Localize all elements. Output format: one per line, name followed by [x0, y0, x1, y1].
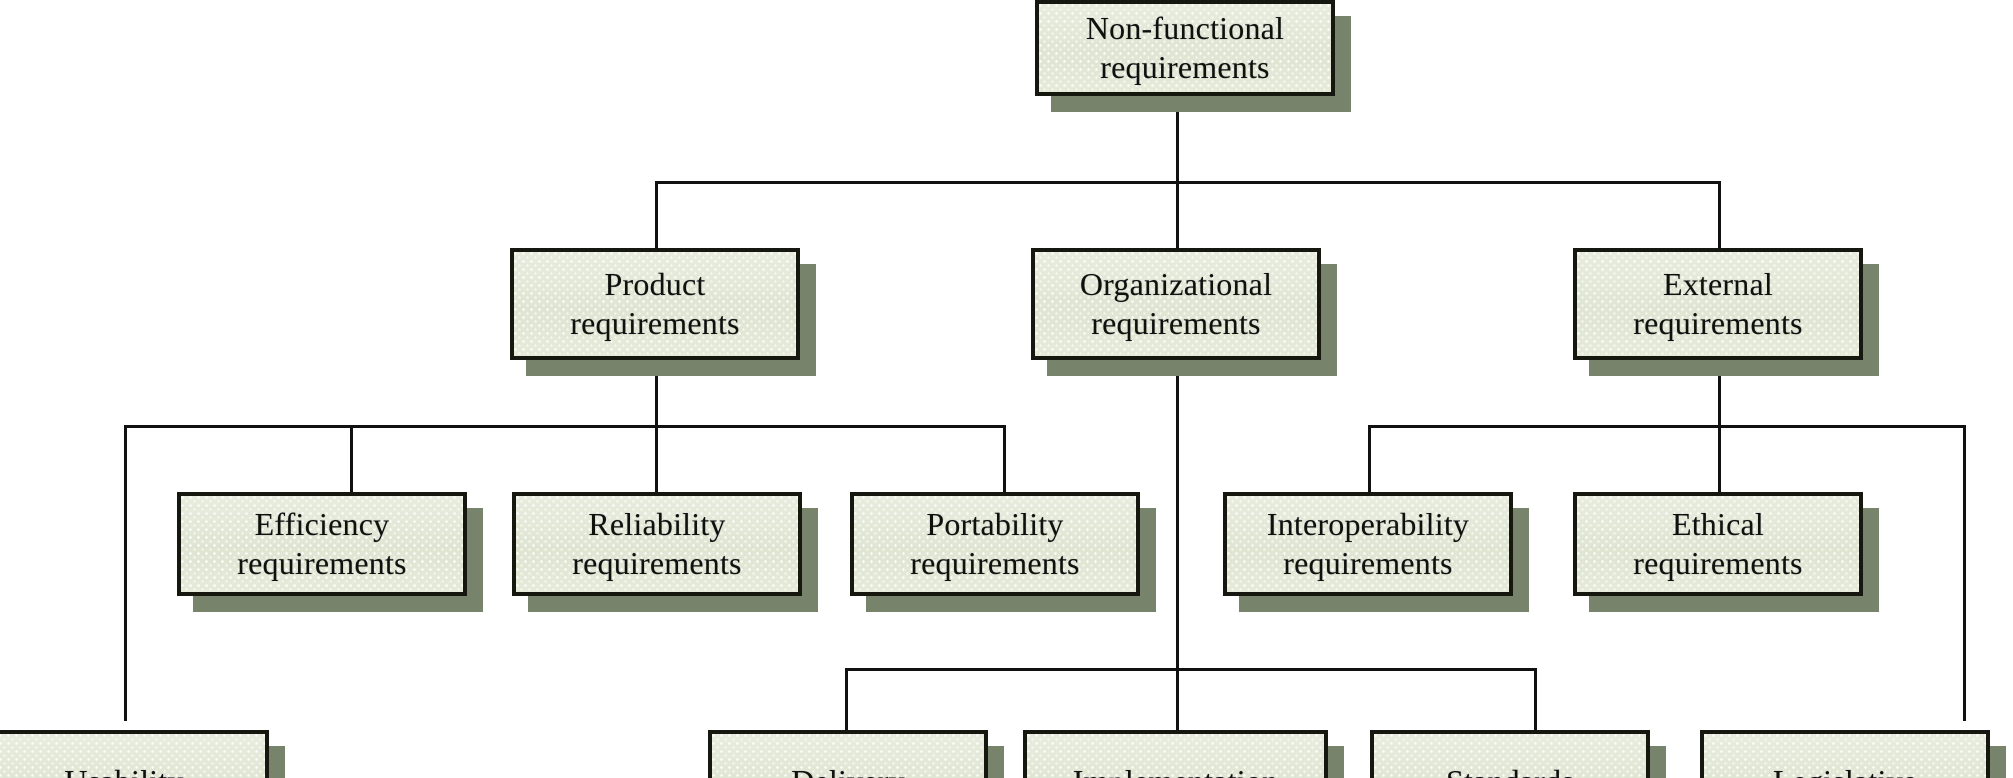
edge-organizational-to-implementation [1176, 668, 1179, 730]
node-reliability-requirements[interactable]: Reliability requirements [512, 492, 818, 612]
node-standards[interactable]: Standards [1370, 730, 1666, 778]
node-non-functional-requirements[interactable]: Non-functional requirements [1035, 0, 1351, 112]
node-efficiency-requirements[interactable]: Efficiency requirements [177, 492, 483, 612]
edge-organizational-to-standards [1534, 668, 1537, 730]
edge-organizational-bar [845, 668, 1537, 671]
node-product-requirements[interactable]: Product requirements [510, 248, 816, 376]
edge-to-organizational [1176, 181, 1179, 248]
node-box: Legislative [1700, 730, 1990, 778]
edge-level2-bar [655, 181, 1720, 184]
node-label: Delivery [785, 762, 911, 778]
node-implementation[interactable]: Implementation [1023, 730, 1344, 778]
node-delivery[interactable]: Delivery [708, 730, 1004, 778]
node-label: Portability requirements [910, 505, 1080, 581]
edge-product-to-usability [124, 425, 127, 721]
node-label: Standards [1440, 762, 1580, 778]
edge-to-product [655, 181, 658, 248]
node-label: Implementation [1067, 762, 1284, 778]
node-label: Reliability requirements [572, 505, 742, 581]
edge-product-stem [655, 360, 658, 427]
edge-root-stem [1176, 96, 1179, 184]
node-box: Portability requirements [850, 492, 1140, 596]
node-box: External requirements [1573, 248, 1863, 360]
node-usability[interactable]: Usability [0, 730, 285, 778]
node-box: Interoperability requirements [1223, 492, 1513, 596]
node-box: Implementation [1023, 730, 1328, 778]
node-portability-requirements[interactable]: Portability requirements [850, 492, 1156, 612]
node-label: Ethical requirements [1633, 505, 1803, 581]
node-label: Legislative [1767, 762, 1923, 778]
edge-product-to-portability [1003, 425, 1006, 492]
node-legislative[interactable]: Legislative [1700, 730, 2006, 778]
edge-product-bar [124, 425, 1006, 428]
node-box: Efficiency requirements [177, 492, 467, 596]
node-label: Non-functional requirements [1085, 9, 1285, 85]
edge-external-bar [1368, 425, 1966, 428]
node-box: Reliability requirements [512, 492, 802, 596]
node-label: Efficiency requirements [237, 505, 407, 581]
node-external-requirements[interactable]: External requirements [1573, 248, 1879, 376]
node-ethical-requirements[interactable]: Ethical requirements [1573, 492, 1879, 612]
node-box: Standards [1370, 730, 1650, 778]
edge-to-external [1718, 181, 1721, 248]
node-organizational-requirements[interactable]: Organizational requirements [1031, 248, 1337, 376]
node-box: Non-functional requirements [1035, 0, 1335, 96]
node-box: Ethical requirements [1573, 492, 1863, 596]
node-box: Delivery [708, 730, 988, 778]
node-box: Product requirements [510, 248, 800, 360]
node-label: Usability [58, 762, 189, 778]
node-label: Organizational requirements [1079, 265, 1273, 341]
edge-external-stem [1718, 360, 1721, 427]
edge-organizational-stem [1176, 360, 1179, 670]
node-label: Interoperability requirements [1266, 505, 1470, 581]
edge-organizational-to-delivery [845, 668, 848, 730]
edge-external-to-legislative [1963, 425, 1966, 721]
node-label: External requirements [1633, 265, 1803, 341]
edge-external-to-interoperability [1368, 425, 1371, 492]
edge-external-to-ethical [1718, 425, 1721, 492]
edge-product-to-efficiency [350, 425, 353, 492]
node-label: Product requirements [570, 265, 740, 341]
node-box: Organizational requirements [1031, 248, 1321, 360]
node-interoperability-requirements[interactable]: Interoperability requirements [1223, 492, 1529, 612]
node-box: Usability [0, 730, 269, 778]
edge-product-to-reliability [655, 425, 658, 492]
